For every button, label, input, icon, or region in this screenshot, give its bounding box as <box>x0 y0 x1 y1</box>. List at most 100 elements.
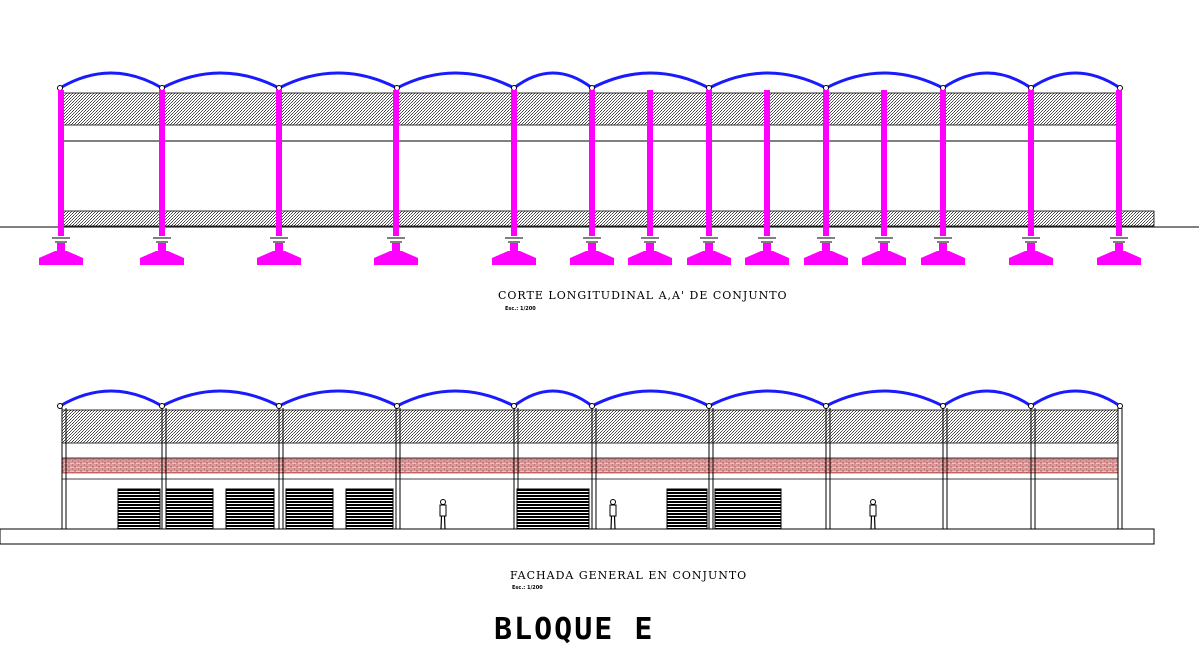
roof-arch <box>161 389 280 408</box>
longitudinal-section <box>0 71 1199 265</box>
person-body <box>439 504 447 517</box>
rolling-shutter <box>285 488 334 530</box>
roof-joint <box>823 403 829 409</box>
roof-joint <box>1028 85 1034 91</box>
rolling-shutter <box>714 488 782 530</box>
rolling-shutter <box>225 488 275 530</box>
footing-base <box>140 251 184 265</box>
roof-joint <box>57 85 63 91</box>
person-leg <box>443 515 446 530</box>
footing-pedestal <box>646 243 654 251</box>
roof-joint <box>589 403 595 409</box>
facade-rolling-shutters <box>117 488 782 530</box>
roof-arch <box>396 71 515 90</box>
facade-title: FACHADA GENERAL EN CONJUNTO <box>510 569 748 582</box>
section-title: CORTE LONGITUDINAL A,A' DE CONJUNTO <box>498 289 788 302</box>
facade-brick-band <box>61 458 1119 474</box>
roof-joint <box>511 85 517 91</box>
footing-pedestal <box>939 243 947 251</box>
section-scale: Esc.: 1/200 <box>505 306 536 312</box>
section-column <box>1116 90 1122 236</box>
roof-joint <box>276 403 282 409</box>
footing-pedestal <box>822 243 830 251</box>
footing-base <box>374 251 418 265</box>
footing-pedestal <box>57 243 65 251</box>
section-column <box>881 90 887 236</box>
section-column <box>764 90 770 236</box>
section-column <box>159 90 165 236</box>
section-column <box>58 90 64 236</box>
rolling-shutter <box>345 488 394 530</box>
footing-base <box>687 251 731 265</box>
footing-pedestal <box>510 243 518 251</box>
person-body <box>869 504 877 517</box>
block-name: BLOQUE E <box>494 612 655 647</box>
footing-pedestal <box>392 243 400 251</box>
person-leg <box>873 515 876 530</box>
general-facade <box>0 389 1155 545</box>
roof-joint <box>159 85 165 91</box>
rolling-shutter <box>666 488 708 530</box>
section-column <box>589 90 595 236</box>
facade-columns <box>61 408 1123 529</box>
roof-arch <box>278 389 398 408</box>
footing-base <box>745 251 789 265</box>
person-body <box>609 504 617 517</box>
roof-arch <box>591 389 710 408</box>
facade-roof-band <box>61 409 1119 444</box>
roof-joint <box>823 85 829 91</box>
section-column <box>823 90 829 236</box>
roof-arch <box>513 389 593 408</box>
facade-human-figures <box>439 499 877 530</box>
section-column <box>647 90 653 236</box>
roof-arch <box>942 389 1032 408</box>
section-column <box>276 90 282 236</box>
roof-arch <box>591 71 710 90</box>
roof-joint <box>159 403 165 409</box>
roof-arch <box>161 71 280 90</box>
roof-arch <box>708 389 827 408</box>
section-roof-arches <box>57 71 1123 91</box>
footing-pedestal <box>588 243 596 251</box>
roof-arch <box>825 71 944 90</box>
roof-joint <box>1117 403 1123 409</box>
roof-joint <box>940 85 946 91</box>
footing-base <box>628 251 672 265</box>
footing-pedestal <box>1115 243 1123 251</box>
roof-arch <box>513 71 593 90</box>
roof-joint <box>394 403 400 409</box>
roof-joint <box>706 85 712 91</box>
footing-pedestal <box>705 243 713 251</box>
footing-pedestal <box>880 243 888 251</box>
roof-joint <box>1117 85 1123 91</box>
roof-arch <box>942 71 1032 90</box>
person-head <box>610 499 616 505</box>
section-column <box>940 90 946 236</box>
person-leg <box>610 515 613 530</box>
roof-joint <box>706 403 712 409</box>
footing-base <box>804 251 848 265</box>
roof-joint <box>589 85 595 91</box>
rolling-shutter <box>165 488 214 530</box>
rolling-shutter <box>117 488 161 530</box>
roof-joint <box>511 403 517 409</box>
facade-roof-arches <box>57 389 1123 409</box>
facade-plinth <box>0 528 1155 545</box>
section-columns <box>39 90 1141 265</box>
roof-arch <box>396 389 515 408</box>
footing-base <box>492 251 536 265</box>
footing-base <box>257 251 301 265</box>
person-leg <box>440 515 443 530</box>
footing-base <box>862 251 906 265</box>
roof-joint <box>394 85 400 91</box>
rolling-shutter <box>516 488 590 530</box>
roof-arch <box>59 71 163 90</box>
footing-pedestal <box>158 243 166 251</box>
person-head <box>440 499 446 505</box>
roof-arch <box>278 71 398 90</box>
person-leg <box>613 515 616 530</box>
footing-base <box>570 251 614 265</box>
roof-arch <box>1030 71 1121 90</box>
roof-arch <box>1030 389 1121 408</box>
